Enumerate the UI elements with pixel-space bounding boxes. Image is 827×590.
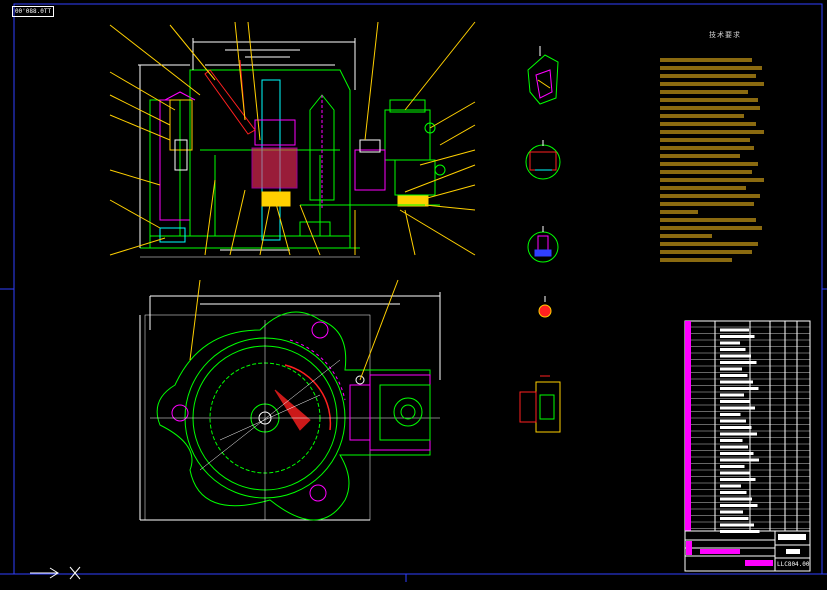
sheet-frame [13, 3, 823, 575]
parts-row-text [720, 484, 741, 488]
parts-row-text [720, 341, 740, 345]
parts-list-rows [691, 326, 810, 533]
parts-row-text [720, 393, 744, 397]
technical-notes-block [660, 58, 764, 262]
right-arrow-icon [30, 567, 59, 579]
drawing-number: LLC804.00 [777, 561, 810, 568]
parts-row-text [720, 374, 748, 377]
parts-row-text [720, 367, 742, 371]
plan-view [139, 279, 441, 521]
parts-row-text [720, 380, 753, 384]
parts-row-text [720, 328, 749, 332]
parts-row-text [720, 432, 757, 436]
parts-row-text [720, 523, 754, 527]
parts-row-text [720, 504, 758, 507]
parts-row-text [720, 361, 757, 364]
parts-row-text [720, 439, 743, 442]
parts-row-text [720, 517, 749, 520]
parts-row-text [720, 419, 746, 423]
parts-row-text [720, 400, 750, 403]
technical-requirements-title: 技术要求 [709, 31, 741, 39]
parts-row-text [720, 445, 748, 449]
parts-row-text [720, 458, 759, 462]
close-x-icon [69, 566, 81, 580]
parts-row-text [720, 510, 743, 514]
parts-row-text [720, 497, 752, 501]
parts-row-text [720, 348, 746, 351]
parts-row-text [720, 452, 754, 455]
parts-row-text [720, 335, 755, 338]
title-block [684, 530, 811, 572]
parts-row-text [720, 413, 741, 416]
parts-row-text [720, 478, 756, 481]
detail-views [519, 46, 561, 433]
parts-row-text [720, 491, 747, 494]
parts-row-text [720, 465, 745, 468]
parts-row-text [720, 471, 750, 475]
parts-row-text [720, 387, 759, 390]
parts-row-text [720, 426, 752, 429]
parts-row-text [720, 354, 751, 358]
front-elevation-view [109, 21, 476, 258]
drawing-stamp: 00'088.0TT [12, 6, 54, 17]
parts-row-text [720, 406, 755, 410]
